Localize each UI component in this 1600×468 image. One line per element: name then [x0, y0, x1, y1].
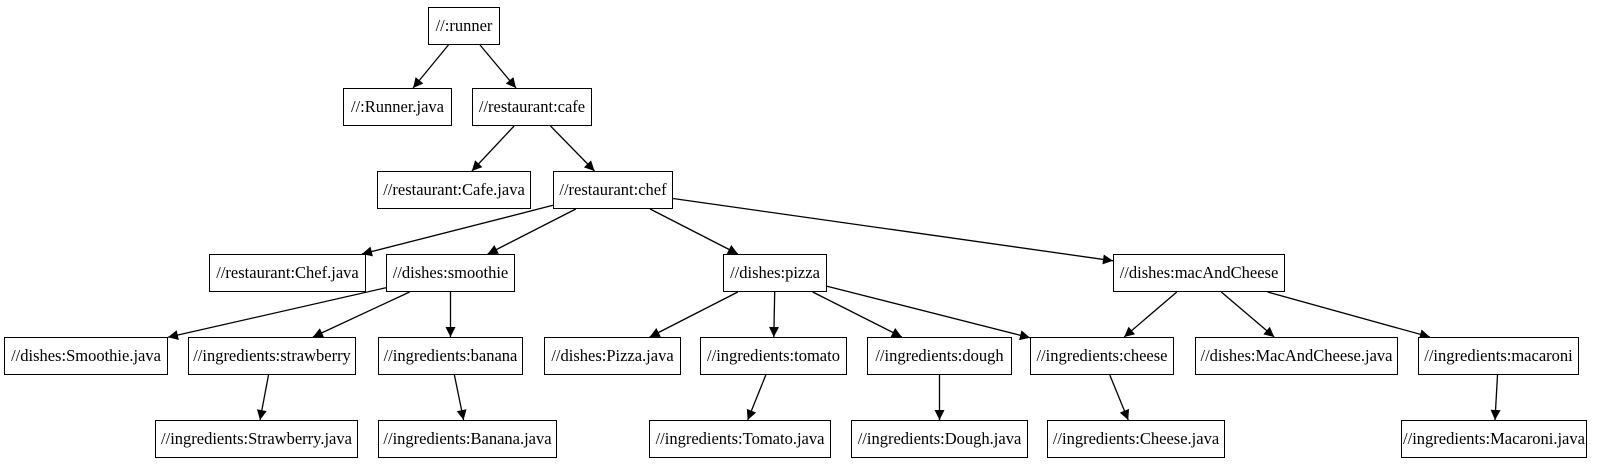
graph-node-macaroni: //ingredients:macaroni: [1418, 337, 1579, 375]
graph-node-pizza_java: //dishes:Pizza.java: [544, 337, 681, 375]
graph-edge-smoothie-to-strawberry: [312, 291, 410, 338]
graph-node-smoothie: //dishes:smoothie: [386, 254, 515, 292]
graph-node-tomato: //ingredients:tomato: [700, 337, 847, 375]
graph-edge-pizza-to-dough: [812, 291, 903, 338]
graph-edge-runner-to-runner_java: [412, 44, 449, 89]
graph-node-chef_java: //restaurant:Chef.java: [209, 254, 366, 292]
graph-node-runner_java: //:Runner.java: [343, 88, 452, 126]
graph-node-pizza: //dishes:pizza: [723, 254, 827, 292]
graph-edge-chef-to-pizza: [649, 208, 739, 255]
graph-node-macaroni_java: //ingredients:Macaroni.java: [1401, 420, 1587, 458]
graph-edge-cheese-to-cheese_java: [1109, 374, 1130, 421]
graph-edge-chef-to-chef_java: [361, 204, 554, 257]
graph-node-strawberry_java: //ingredients:Strawberry.java: [155, 420, 358, 458]
graph-node-dough_java: //ingredients:Dough.java: [851, 420, 1028, 458]
graph-edge-chef-to-smoothie: [487, 208, 577, 255]
graph-edge-macaroni-to-macaroni_java: [1490, 374, 1501, 421]
graph-node-chef: //restaurant:chef: [553, 171, 673, 209]
graph-edge-banana-to-banana_java: [453, 374, 467, 421]
graph-edge-mac_and_cheese-to-mac_and_cheese_java: [1220, 291, 1275, 338]
graph-edge-tomato-to-tomato_java: [746, 374, 767, 421]
graph-edge-cafe-to-cafe_java: [471, 125, 515, 172]
graph-edge-chef-to-mac_and_cheese: [672, 197, 1114, 265]
graph-edge-pizza-to-tomato: [769, 291, 779, 338]
graph-node-dough: //ingredients:dough: [867, 337, 1012, 375]
graph-node-tomato_java: //ingredients:Tomato.java: [649, 420, 831, 458]
graph-edge-strawberry-to-strawberry_java: [256, 374, 270, 421]
graph-edge-mac_and_cheese-to-macaroni: [1267, 291, 1431, 340]
graph-node-runner: //:runner: [428, 7, 500, 45]
graph-node-cafe_java: //restaurant:Cafe.java: [377, 171, 531, 209]
graph-node-smoothie_java: //dishes:Smoothie.java: [4, 337, 168, 375]
graph-node-mac_and_cheese_java: //dishes:MacAndCheese.java: [1195, 337, 1398, 375]
graph-edge-runner-to-cafe: [479, 44, 517, 89]
graph-node-cheese_java: //ingredients:Cheese.java: [1047, 420, 1225, 458]
graph-edge-pizza-to-pizza_java: [649, 291, 739, 338]
graph-node-banana_java: //ingredients:Banana.java: [378, 420, 557, 458]
graph-edge-mac_and_cheese-to-cheese: [1123, 291, 1178, 338]
graph-node-cheese: //ingredients:cheese: [1030, 337, 1174, 375]
graph-node-banana: //ingredients:banana: [378, 337, 523, 375]
graph-node-strawberry: //ingredients:strawberry: [188, 337, 356, 375]
graph-node-cafe: //restaurant:cafe: [472, 88, 592, 126]
graph-edge-cafe-to-chef: [550, 125, 595, 172]
graph-node-mac_and_cheese: //dishes:macAndCheese: [1113, 254, 1285, 292]
graph-edge-pizza-to-cheese: [826, 285, 1031, 341]
graph-edge-smoothie-to-smoothie_java: [167, 287, 387, 340]
